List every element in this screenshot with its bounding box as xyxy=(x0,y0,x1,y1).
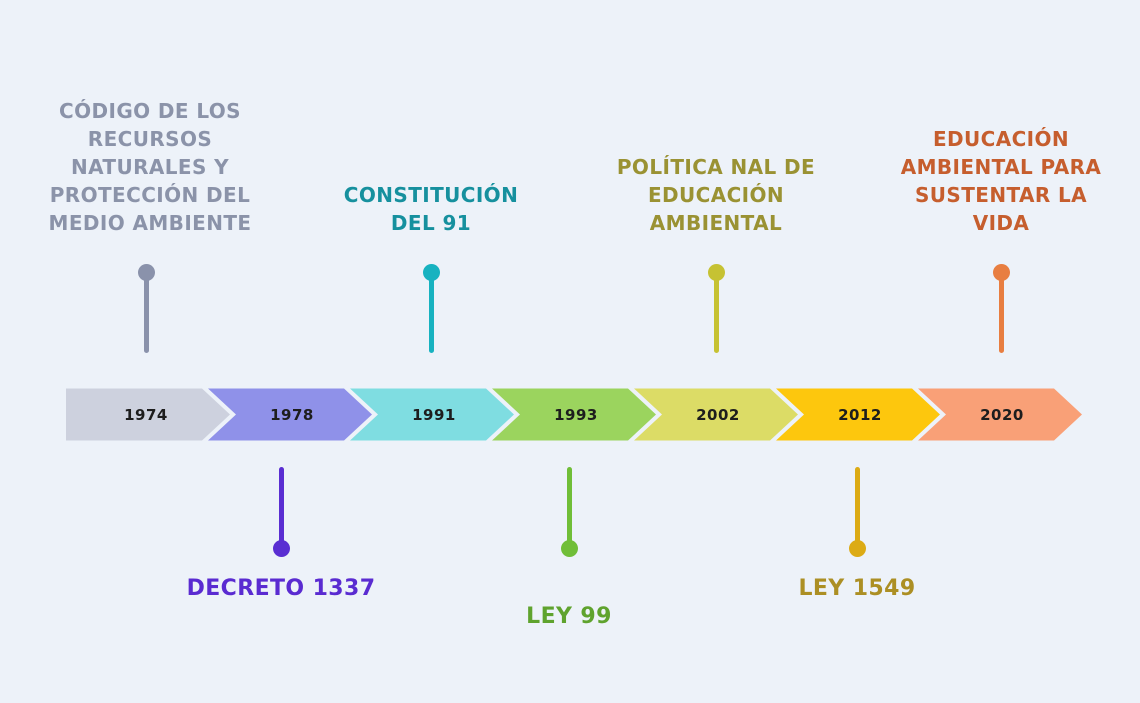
connector-line-1991 xyxy=(428,272,434,353)
connector-dot-1978 xyxy=(272,539,290,557)
timeline-year-2002: 2002 xyxy=(696,406,740,424)
connector-dot-1974 xyxy=(137,263,155,281)
connector-line-2012 xyxy=(854,467,860,548)
event-label-ley-99: LEY 99 xyxy=(526,604,612,629)
connector-dot-1991 xyxy=(422,263,440,281)
event-label-constitucion-del-91: CONSTITUCIÓN DEL 91 xyxy=(343,183,519,235)
timeline-segment-1974 xyxy=(66,388,230,441)
timeline-segment-2012 xyxy=(776,388,940,441)
connector-line-1993 xyxy=(566,467,572,548)
timeline-year-1974: 1974 xyxy=(124,406,168,424)
event-label-educacion-ambiental-sustentar-vida: EDUCACIÓN AMBIENTAL PARA SUSTENTAR LA VI… xyxy=(900,127,1102,235)
connector-line-2002 xyxy=(713,272,719,353)
timeline-year-1978: 1978 xyxy=(270,406,314,424)
event-label-codigo-recursos-naturales: CÓDIGO DE LOS RECURSOS NATURALES Y PROTE… xyxy=(48,99,252,235)
timeline-segment-1978 xyxy=(208,388,372,441)
connector-line-1978 xyxy=(278,467,284,548)
event-label-decreto-1337: DECRETO 1337 xyxy=(186,576,376,601)
timeline-segment-1993 xyxy=(492,388,656,441)
timeline-bar: 1974 1978 1991 1993 2002 2012 2020 xyxy=(66,388,1082,441)
timeline-segment-1991 xyxy=(350,388,514,441)
timeline-segment-2002 xyxy=(634,388,798,441)
connector-line-1974 xyxy=(143,272,149,353)
timeline-year-1991: 1991 xyxy=(412,406,456,424)
connector-dot-2020 xyxy=(992,263,1010,281)
timeline-year-2020: 2020 xyxy=(980,406,1024,424)
timeline-year-2012: 2012 xyxy=(838,406,882,424)
timeline-segment-2020 xyxy=(918,388,1082,441)
connector-dot-1993 xyxy=(560,539,578,557)
connector-dot-2002 xyxy=(707,263,725,281)
event-label-politica-nal-educacion-ambiental: POLÍTICA NAL DE EDUCACIÓN AMBIENTAL xyxy=(616,155,816,235)
connector-line-2020 xyxy=(998,272,1004,353)
connector-dot-2012 xyxy=(848,539,866,557)
timeline-year-1993: 1993 xyxy=(554,406,598,424)
event-label-ley-1549: LEY 1549 xyxy=(798,576,916,601)
